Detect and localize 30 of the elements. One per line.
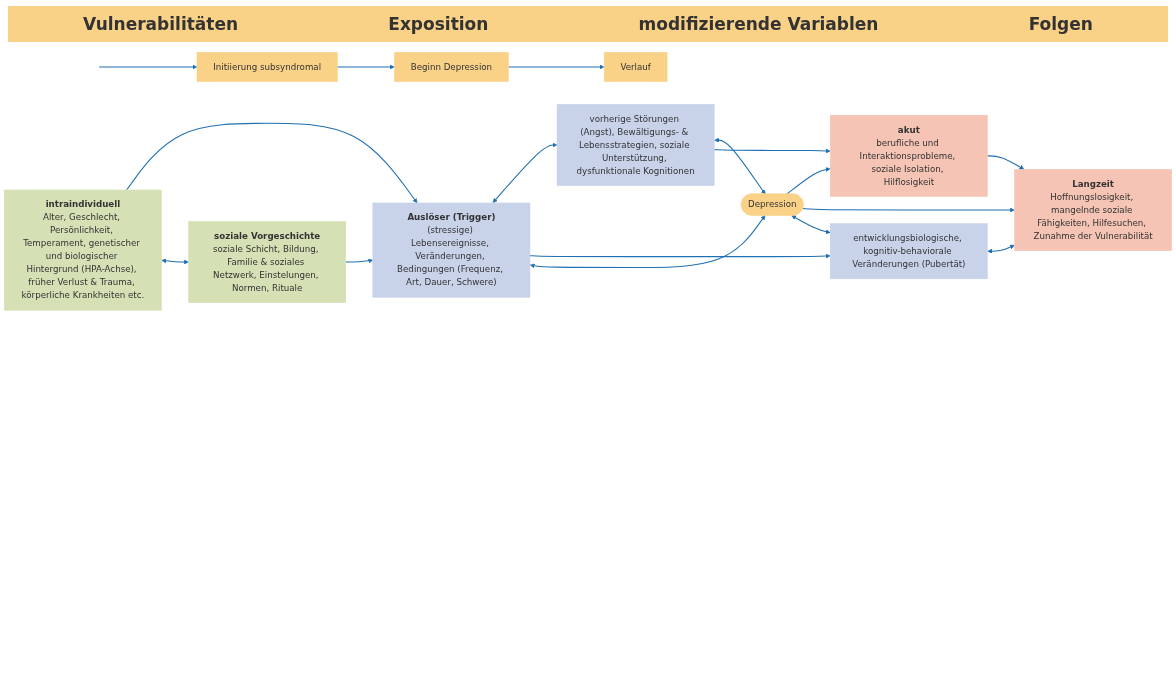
arrow — [802, 207, 1015, 213]
node-box: Initiierung subsyndromal — [196, 52, 338, 82]
node-box: Langzeit Hoffnungslosigkeit, mangelnde soziale Fähigkeiten, Hilfesuchen, Zunahme der Vulnerabilität — [1014, 169, 1172, 251]
arrow — [529, 253, 831, 259]
node-box: vorherige Störungen (Angst), Bewältigungs- & Lebensstrategien, soziale Unterstützung, dysfunktionale Kognitionen — [556, 104, 715, 186]
column-heading: Exposition — [388, 14, 489, 34]
arrow — [714, 137, 766, 195]
arrow — [492, 142, 558, 204]
node-box: Auslöser (Trigger) (stressige) Lebensereignisse, Veränderungen, Bedingungen (Frequenz, Art, Dauer, Schwere) — [372, 202, 531, 298]
arrow — [507, 64, 605, 70]
arrow — [345, 258, 374, 264]
arrow — [336, 64, 395, 70]
column-heading: modifizierende Variablen — [638, 14, 879, 34]
arrow — [161, 258, 189, 265]
node-box: Verlauf — [603, 52, 668, 82]
column-heading: Folgen — [1028, 14, 1093, 34]
arrow — [986, 155, 1025, 170]
node-box: intraindividuell Alter, Geschlecht, Persönlichkeit, Temperament, genetischer und biologischer Hintergrund (HPA-Achse), früher Verlust & Trauma, körperliche Krankheiten etc. — [4, 189, 162, 311]
node-box: Beginn Depression — [394, 52, 509, 82]
arrow — [987, 244, 1015, 254]
node-box: akut berufliche und Interaktionsprobleme, soziale Isolation, Hilflosigkeit — [830, 114, 988, 197]
arrow — [791, 215, 831, 235]
arrow — [713, 148, 831, 154]
node-box: entwicklungsbiologische, kognitiv-behaviorale Veränderungen (Pubertät) — [830, 223, 988, 280]
node-box: soziale Vorgeschichte soziale Schicht, Bildung, Familie & soziales Netzwerk, Einstelungen, Normen, Rituale — [188, 221, 346, 303]
arrow — [785, 167, 831, 195]
arrow — [126, 122, 418, 204]
arrow — [98, 64, 198, 70]
column-heading: Vulnerabilitäten — [83, 14, 239, 34]
arrow — [529, 215, 766, 269]
